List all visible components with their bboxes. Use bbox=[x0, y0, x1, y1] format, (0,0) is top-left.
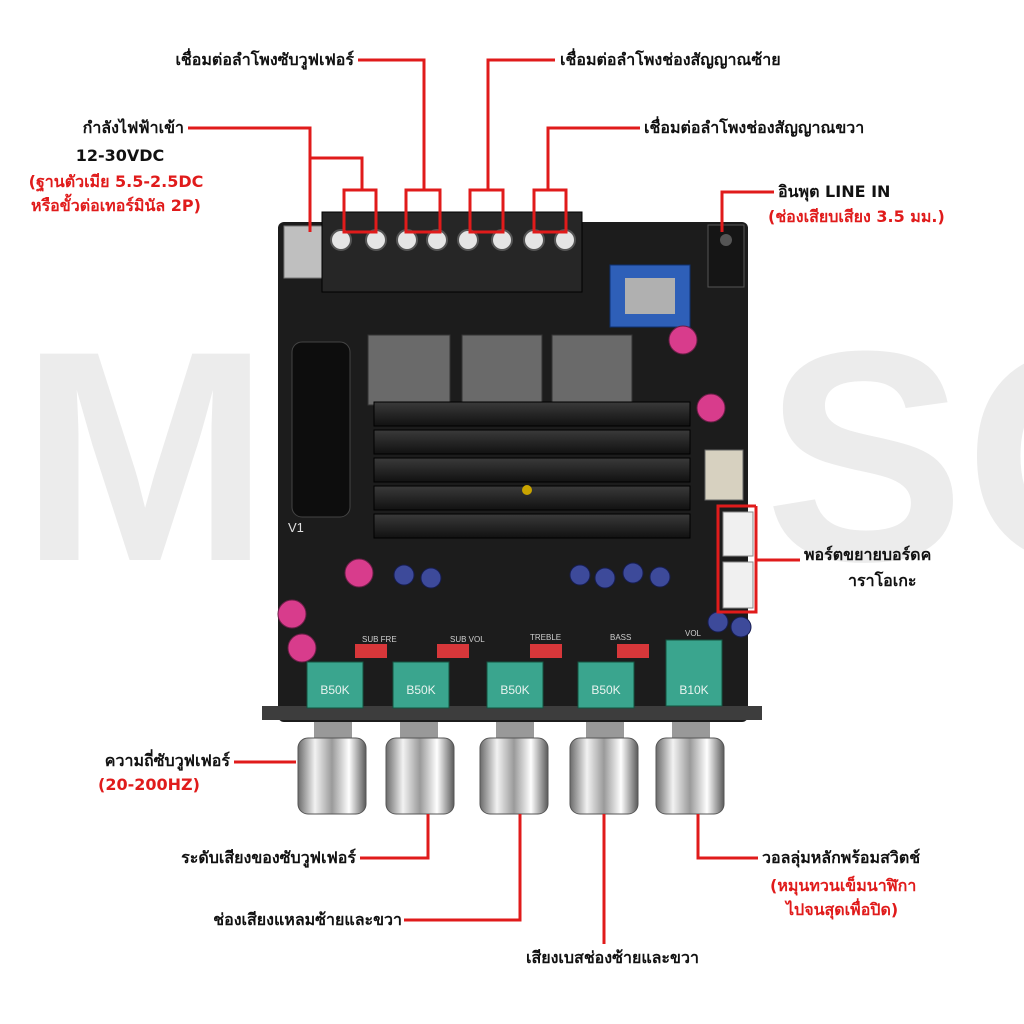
silk-vol: VOL bbox=[685, 629, 702, 638]
pink-capacitors bbox=[277, 325, 726, 663]
inductors bbox=[367, 334, 633, 406]
label-sub-level: ระดับเสียงของซับวูฟเฟอร์ bbox=[181, 848, 356, 867]
label-power-note-1: (ฐานตัวเมีย 5.5-2.5DC bbox=[28, 172, 204, 191]
label-sub-frequency: ความถี่ซับวูฟเฟอร์ bbox=[104, 751, 230, 770]
label-volume-note-1: (หมุนทวนเข็มนาฬิกา bbox=[770, 876, 917, 895]
label-treble: ช่องเสียงแหลมซ้ายและขวา bbox=[213, 910, 402, 929]
red-components bbox=[355, 644, 649, 658]
leader-line-in bbox=[720, 190, 774, 232]
label-volume-title: วอลลุ่มหลักพร้อมสวิตช์ bbox=[762, 848, 921, 867]
label-karaoke-1: พอร์ตขยายบอร์ดค bbox=[804, 545, 932, 564]
blue-capacitors bbox=[393, 562, 752, 638]
label-volume-note-2: ไปจนสุดเพื่อปิด) bbox=[786, 900, 899, 919]
label-left-speaker: เชื่อมต่อลำโพงช่องสัญญาณซ้าย bbox=[560, 50, 781, 69]
pot-value-sub-freq: B50K bbox=[320, 683, 349, 697]
label-karaoke-2: าราโอเกะ bbox=[848, 571, 917, 590]
large-capacitor bbox=[291, 341, 351, 518]
silk-bass: BASS bbox=[610, 633, 631, 642]
pot-value-volume: B10K bbox=[679, 683, 708, 697]
knobs bbox=[297, 722, 725, 815]
label-power-voltage: 12-30VDC bbox=[75, 146, 165, 165]
pot-value-bass: B50K bbox=[591, 683, 620, 697]
potentiometers bbox=[306, 639, 723, 709]
heatsink bbox=[373, 401, 691, 539]
leader-power bbox=[188, 126, 312, 232]
knob-sub-frequency[interactable] bbox=[297, 722, 367, 815]
karaoke-expansion-headers bbox=[722, 511, 754, 609]
leader-right bbox=[532, 126, 640, 234]
label-sub-frequency-range: (20-200HZ) bbox=[98, 775, 200, 794]
silk-treble: TREBLE bbox=[530, 633, 561, 642]
label-line-in-note: (ช่องเสียบเสียง 3.5 มม.) bbox=[768, 207, 945, 226]
terminal-screws bbox=[330, 229, 576, 251]
leader-karaoke bbox=[716, 504, 758, 614]
amplifier-board: B50K B50K B50K B50K B10K SUB FRE SUB VOL… bbox=[262, 211, 762, 722]
label-bass: เสียงเบสช่องซ้ายและขวา bbox=[526, 948, 699, 967]
leader-sub-level bbox=[360, 814, 430, 860]
dc-power-jack bbox=[283, 225, 323, 279]
leader-power-bracket bbox=[310, 156, 378, 234]
silk-sub-fre: SUB FRE bbox=[362, 635, 397, 644]
knob-bass[interactable] bbox=[569, 722, 639, 815]
knob-sub-volume[interactable] bbox=[385, 722, 455, 815]
knob-main-volume[interactable] bbox=[655, 722, 725, 815]
silk-v1: V1 bbox=[288, 520, 304, 535]
leader-sub bbox=[358, 58, 442, 234]
label-sub-speaker: เชื่อมต่อลำโพงซับวูฟเฟอร์ bbox=[175, 50, 354, 69]
relay bbox=[704, 449, 744, 501]
pot-value-treble: B50K bbox=[500, 683, 529, 697]
label-right-speaker: เชื่อมต่อลำโพงช่องสัญญาณขวา bbox=[644, 118, 865, 137]
label-line-in: อินพุต LINE IN bbox=[778, 182, 891, 201]
leader-lines bbox=[188, 58, 800, 944]
leader-volume bbox=[696, 814, 758, 860]
label-power-title: กำลังไฟฟ้าเข้า bbox=[82, 118, 184, 137]
label-power-note-2: หรือขั้วต่อเทอร์มินัล 2P) bbox=[31, 196, 201, 215]
pot-value-sub-vol: B50K bbox=[406, 683, 435, 697]
knob-treble[interactable] bbox=[479, 722, 549, 815]
leader-left bbox=[468, 58, 555, 234]
speaker-terminal-block bbox=[321, 211, 583, 293]
leader-treble bbox=[404, 814, 522, 922]
silk-sub-vol: SUB VOL bbox=[450, 635, 485, 644]
